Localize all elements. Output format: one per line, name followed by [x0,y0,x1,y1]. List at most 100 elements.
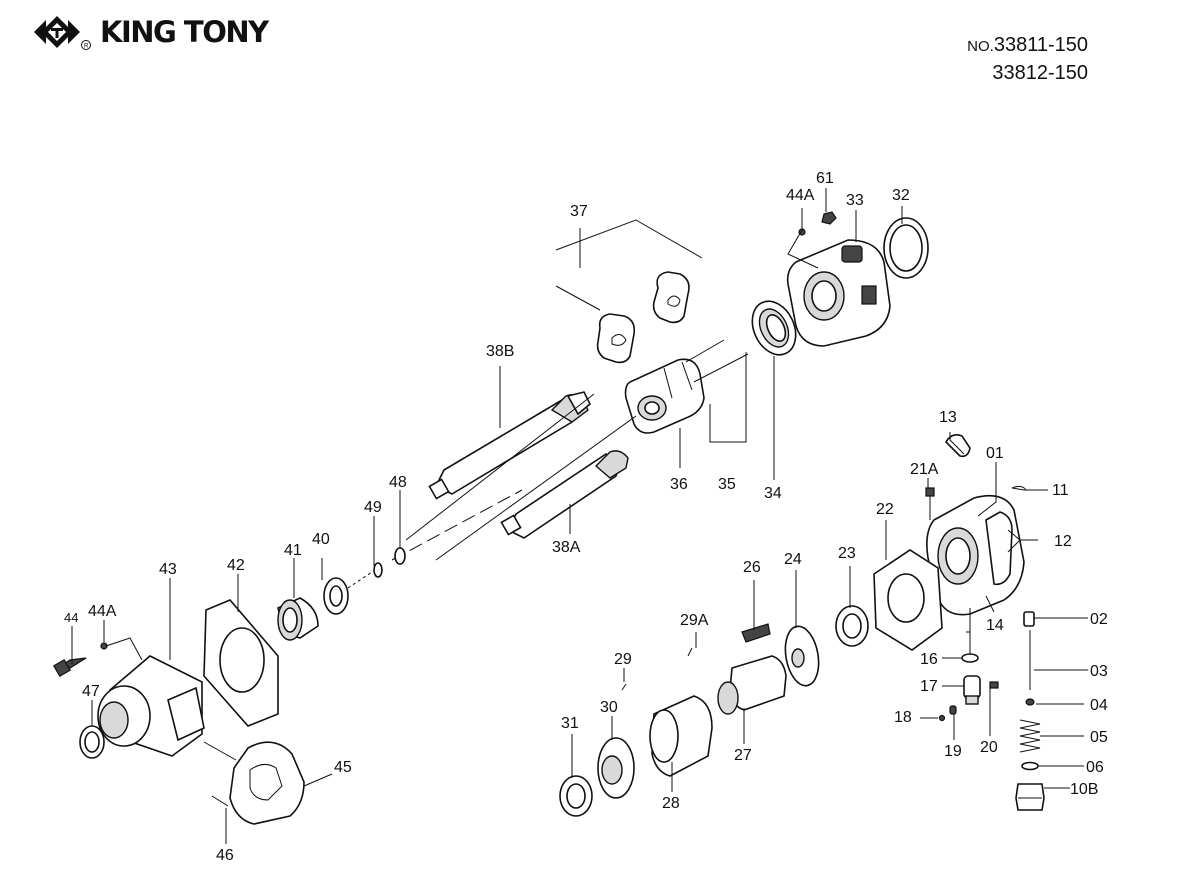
callout-06: 06 [1086,759,1104,776]
callout-48: 48 [389,474,407,491]
part-61-nut [821,211,837,225]
leader-lines [71,188,1088,844]
callout-10B: 10B [1070,781,1098,798]
part-33-anvil-housing [786,239,891,347]
callout-26: 26 [743,559,761,576]
part-23-bearing [835,605,869,647]
callout-14: 14 [986,617,1004,634]
callout-18: 18 [894,709,912,726]
part-34-bearing [751,300,797,356]
callout-17: 17 [920,678,938,695]
part-43-front-housing [97,655,205,757]
part-48-ring [394,547,406,565]
part-29A-pin [687,647,693,657]
king-tony-logo-icon: R [34,16,91,50]
part-26-vane [741,623,771,643]
callout-12: 12 [1054,533,1072,550]
part-28-cylinder [649,695,713,777]
callout-03: 03 [1090,663,1108,680]
part-32-gasket [883,217,929,279]
part-40-washer [323,577,349,615]
part-37-hammers [596,271,690,364]
callout-44: 44 [64,610,78,625]
callout-44A: 44A [88,603,117,620]
part-49-ring [373,562,383,578]
callout-42: 42 [227,557,245,574]
part-22-gasket [873,549,943,651]
callout-37: 37 [570,203,588,220]
part-29-pin [621,683,627,691]
callout-40: 40 [312,531,330,548]
shaft-assembly-guides [391,219,747,561]
callout-05: 05 [1090,729,1108,746]
callout-36: 36 [670,476,688,493]
part-31-bearing [559,775,593,817]
callout-34: 34 [764,485,782,502]
callout-47: 47 [82,683,100,700]
callout-46: 46 [216,847,234,864]
rear-axis-guide [347,571,373,589]
callout-11: 11 [1052,482,1069,499]
part-41-bushing [277,597,319,641]
callout-01: 01 [986,445,1004,462]
part-06-o-ring [1021,761,1039,771]
part-42-end-plate [203,599,279,727]
front-assembly-guides [105,637,237,761]
part-11-spring-pin [1011,485,1027,491]
callout-23: 23 [838,545,856,562]
part-16-o-ring [961,653,979,663]
callout-30: 30 [600,699,618,716]
brand-name: KING TONY [100,15,269,49]
callout-44A-top: 44A [786,187,815,204]
callout-41: 41 [284,542,302,559]
callout-38A: 38A [552,539,581,556]
part-35-pins [685,339,749,383]
part-27-rotor [717,655,787,715]
part-10B-inlet-bushing [1015,783,1045,811]
callout-27: 27 [734,747,752,764]
callout-45: 45 [334,759,352,776]
model-number-1: 33811-150 [993,34,1088,56]
part-30-front-plate [597,737,635,799]
callout-16: 16 [920,651,938,668]
part-38A-shaft [500,450,629,539]
callout-35: 35 [718,476,736,493]
callout-04: 04 [1090,697,1108,714]
part-46-screw [211,795,229,807]
part-24-rear-plate [784,625,820,687]
part-18-pin [938,714,946,722]
callout-13: 13 [939,409,957,426]
callout-43: 43 [159,561,177,578]
motor-assembly-guides [966,608,971,654]
callout-61: 61 [816,170,834,187]
callout-29A: 29A [680,612,709,629]
callout-29: 29 [614,651,632,668]
model-number-2: 33812-150 [992,62,1088,84]
callout-21A: 21A [910,461,939,478]
part-05-spring [1019,719,1041,753]
callout-19: 19 [944,743,962,760]
part-38B-shaft [428,391,591,500]
part-47-ring [79,725,105,759]
svg-text:R: R [84,44,89,50]
callout-labels: 37 61 44A 33 32 38B 36 35 34 38A 48 49 4… [64,170,1108,864]
callout-38B: 38B [486,343,514,360]
callout-02: 02 [1090,611,1108,628]
callout-24: 24 [784,551,802,568]
part-02-bushing [1023,611,1035,627]
callout-28: 28 [662,795,680,812]
part-01-motor-housing [926,494,1025,616]
callout-49: 49 [364,499,382,516]
part-21A-screw [925,487,935,520]
part-45-handle [229,741,305,825]
callout-20: 20 [980,739,998,756]
part-04-ring [1025,698,1035,706]
part-19-plug [949,705,957,715]
part-20-screw [989,681,999,689]
brand: R KING TONY [34,12,269,52]
model-number-prefix: NO. [967,38,994,55]
callout-22: 22 [876,501,894,518]
callout-33: 33 [846,192,864,209]
callout-31: 31 [561,715,579,732]
callout-32: 32 [892,187,910,204]
